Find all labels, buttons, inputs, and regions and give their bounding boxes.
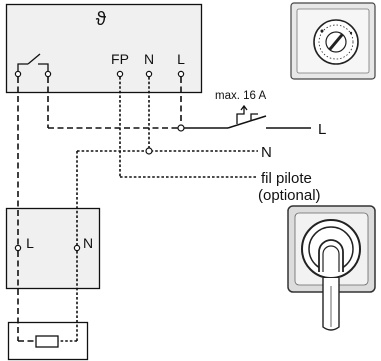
pilot-wire-label: fil pilote bbox=[261, 170, 312, 187]
terminal-label-fp: FP bbox=[111, 51, 129, 67]
junction-phase bbox=[177, 124, 185, 132]
supply-label-n: N bbox=[261, 144, 272, 161]
relay-contact bbox=[17, 53, 49, 74]
neutral-pilot-wires bbox=[58, 77, 258, 342]
thermostat-terminals bbox=[14, 70, 185, 78]
pilot-wire-optional: (optional) bbox=[258, 187, 321, 204]
terminal-label-n: N bbox=[144, 51, 154, 67]
junction-neutral bbox=[145, 147, 153, 155]
switch-rating: max. 16 A bbox=[215, 90, 266, 102]
thermostat-symbol: ϑ bbox=[96, 9, 107, 30]
heater-label-l: L bbox=[26, 235, 34, 251]
junction-dots bbox=[145, 124, 185, 155]
heater-box bbox=[5, 207, 101, 290]
resistor-symbol bbox=[35, 335, 59, 348]
heater-unit: L N bbox=[5, 207, 101, 290]
main-switch bbox=[184, 104, 311, 129]
terminal-l bbox=[177, 70, 185, 78]
thermostat-box bbox=[5, 3, 203, 94]
outlet-photo bbox=[287, 205, 376, 331]
terminal-fp bbox=[116, 70, 124, 78]
heater-terminal-n bbox=[73, 244, 81, 252]
thermostat-photo bbox=[290, 2, 376, 80]
heater-terminal-l bbox=[14, 244, 22, 252]
supply-label-l: L bbox=[318, 121, 326, 138]
terminal-relay-left bbox=[14, 70, 22, 78]
terminal-relay-right bbox=[44, 70, 52, 78]
phase-wires bbox=[17, 77, 182, 342]
thermostat-unit: ϑ FP N L bbox=[5, 3, 203, 94]
terminal-n bbox=[145, 70, 153, 78]
terminal-label-l: L bbox=[177, 51, 185, 67]
heater-label-n: N bbox=[83, 235, 93, 251]
